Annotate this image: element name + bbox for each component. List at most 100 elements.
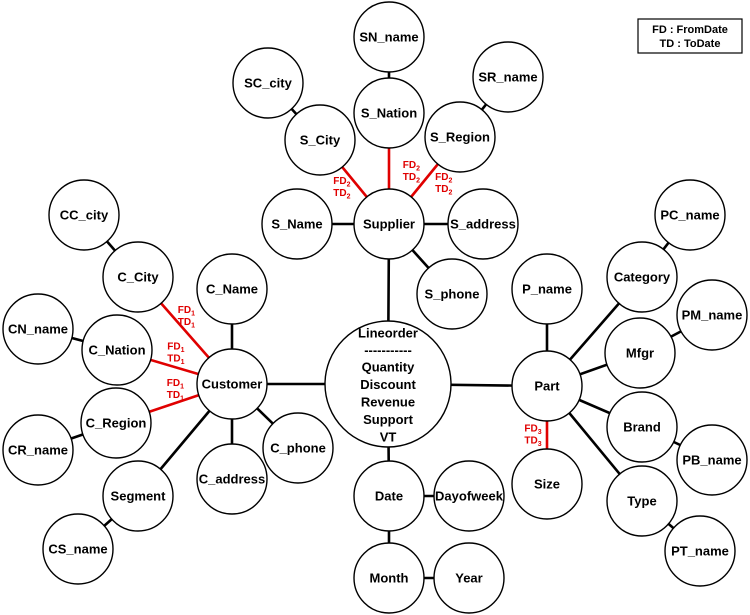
node-circle	[606, 241, 678, 313]
fd-text: FD1	[178, 305, 195, 317]
node-dayofweek: Dayofweek	[433, 460, 505, 532]
node-circle	[262, 412, 334, 484]
node-circle	[261, 188, 333, 260]
fact-measure: Support	[363, 412, 413, 427]
fact-title: Lineorder	[358, 326, 418, 341]
node-circle	[2, 414, 74, 486]
node-label: SR_name	[478, 70, 537, 85]
td-text: TD2	[435, 184, 452, 196]
node-cc-city: CC_city	[48, 179, 120, 251]
node-label: CN_name	[8, 322, 68, 337]
node-p-name: P_name	[511, 253, 583, 325]
node-c-city: C_City	[102, 241, 174, 313]
node-label: C_phone	[270, 441, 326, 456]
node-circle	[416, 258, 488, 330]
node-circle	[654, 179, 726, 251]
node-customer: Customer	[196, 348, 268, 420]
node-circle	[511, 253, 583, 325]
node-label: CR_name	[8, 443, 68, 458]
node-s-nation: S_Nation	[353, 77, 425, 149]
node-sr-name: SR_name	[472, 41, 544, 113]
node-circle	[353, 188, 425, 260]
node-label: Type	[627, 494, 656, 509]
node-cn-name: CN_name	[2, 293, 74, 365]
fact-measure: Revenue	[361, 395, 415, 410]
node-circle	[472, 41, 544, 113]
fd-text: FD2	[435, 172, 452, 184]
fact-separator: -----------	[364, 343, 412, 358]
legend-line-fd: FD : FromDate	[652, 24, 728, 36]
node-circle	[606, 465, 678, 537]
node-circle	[606, 391, 678, 463]
node-label: S_Nation	[361, 106, 417, 121]
node-label: Brand	[623, 420, 661, 435]
node-circle	[676, 424, 748, 496]
fact-node-lineorder: Lineorder ----------- QuantityDiscountRe…	[324, 320, 452, 448]
node-pc-name: PC_name	[654, 179, 726, 251]
node-type: Type	[606, 465, 678, 537]
fd-text: FD2	[403, 160, 420, 172]
node-label: Mfgr	[626, 346, 654, 361]
node-label: C_Nation	[88, 343, 145, 358]
node-label: Category	[614, 270, 671, 285]
node-label: C_Name	[206, 282, 258, 297]
node-segment: Segment	[102, 460, 174, 532]
node-label: Segment	[111, 489, 167, 504]
node-label: PT_name	[671, 544, 729, 559]
td-text: TD2	[403, 172, 420, 184]
node-circle	[81, 314, 153, 386]
node-c-nation: C_Nation	[81, 314, 153, 386]
node-circle	[80, 387, 152, 459]
node-label: SC_city	[244, 76, 292, 91]
node-s-region: S_Region	[424, 101, 496, 173]
node-month: Month	[353, 542, 425, 614]
node-circle	[42, 513, 114, 585]
node-c-region: C_Region	[80, 387, 152, 459]
node-circle	[102, 460, 174, 532]
node-s-city: S_City	[284, 104, 356, 176]
node-circle	[353, 460, 425, 532]
fd-text: FD1	[167, 342, 184, 354]
fd-text: FD3	[524, 424, 541, 436]
node-circle	[604, 317, 676, 389]
node-label: PC_name	[660, 208, 719, 223]
node-label: PB_name	[682, 453, 741, 468]
node-c-address: C_address	[196, 443, 268, 515]
legend-box	[637, 18, 743, 54]
node-circle	[511, 448, 583, 520]
node-label: Dayofweek	[435, 489, 504, 504]
fd-text: FD2	[333, 176, 350, 188]
node-pt-name: PT_name	[664, 515, 736, 587]
node-pm-name: PM_name	[676, 279, 748, 351]
legend-line-td: TD : ToDate	[660, 38, 721, 50]
node-circle	[353, 1, 425, 73]
node-label: PM_name	[682, 308, 743, 323]
node-circle	[232, 47, 304, 119]
node-circle	[664, 515, 736, 587]
node-sn-name: SN_name	[353, 1, 425, 73]
td-text: TD1	[167, 390, 184, 402]
node-c-name: C_Name	[196, 253, 268, 325]
node-circle	[196, 443, 268, 515]
node-label: S_address	[450, 217, 516, 232]
node-label: CS_name	[48, 542, 107, 557]
node-circle	[284, 104, 356, 176]
node-s-address: S_address	[447, 188, 519, 260]
node-label: Size	[534, 477, 560, 492]
node-cr-name: CR_name	[2, 414, 74, 486]
node-date: Date	[353, 460, 425, 532]
td-text: TD1	[178, 317, 195, 329]
node-circle	[2, 293, 74, 365]
node-label: Month	[370, 571, 409, 586]
node-circle	[676, 279, 748, 351]
node-circle	[196, 253, 268, 325]
fact-circle	[324, 320, 452, 448]
node-pb-name: PB_name	[676, 424, 748, 496]
